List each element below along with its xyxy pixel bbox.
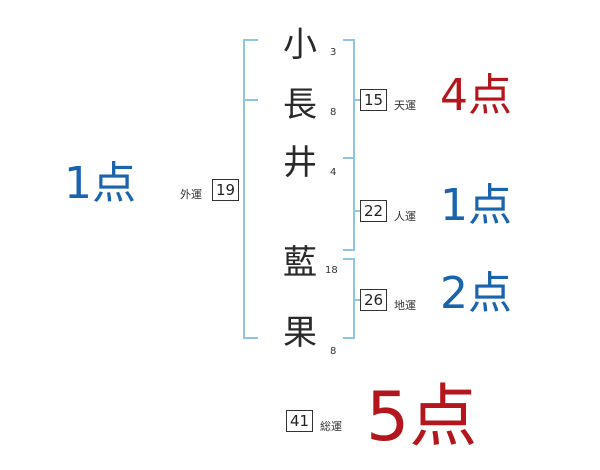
- souun-value: 41: [286, 410, 314, 432]
- stroke-count-3: 4: [330, 167, 337, 178]
- name-char-3: 井: [283, 143, 317, 183]
- gaiun-value: 19: [212, 179, 240, 201]
- tenun-bracket: [343, 39, 360, 159]
- chiun-value: 26: [360, 289, 388, 311]
- souun-score: 5点: [366, 378, 478, 457]
- chiun-bracket: [343, 258, 360, 339]
- name-char-4: 藍: [283, 243, 317, 283]
- tenun-score: 4点: [440, 70, 512, 121]
- jinun-score: 1点: [440, 180, 512, 231]
- stroke-count-2: 8: [330, 107, 337, 118]
- souun-label: 総運: [320, 420, 342, 433]
- tenun-label: 天運: [394, 99, 416, 112]
- gaiun-score: 1点: [64, 158, 136, 209]
- jinun-value: 22: [360, 200, 388, 222]
- name-char-1: 小: [283, 25, 317, 65]
- stroke-count-1: 3: [330, 47, 337, 58]
- stroke-count-4: 18: [325, 265, 338, 276]
- chiun-score: 2点: [440, 268, 512, 319]
- name-char-5: 果: [283, 313, 317, 353]
- tenun-value: 15: [360, 89, 388, 111]
- name-char-2: 長: [283, 85, 317, 125]
- gaiun-label: 外運: [180, 188, 202, 201]
- gaiun-bracket: [243, 39, 258, 339]
- jinun-label: 人運: [394, 210, 416, 223]
- chiun-label: 地運: [394, 299, 416, 312]
- stroke-count-5: 8: [330, 346, 337, 357]
- jinun-bracket: [343, 157, 360, 251]
